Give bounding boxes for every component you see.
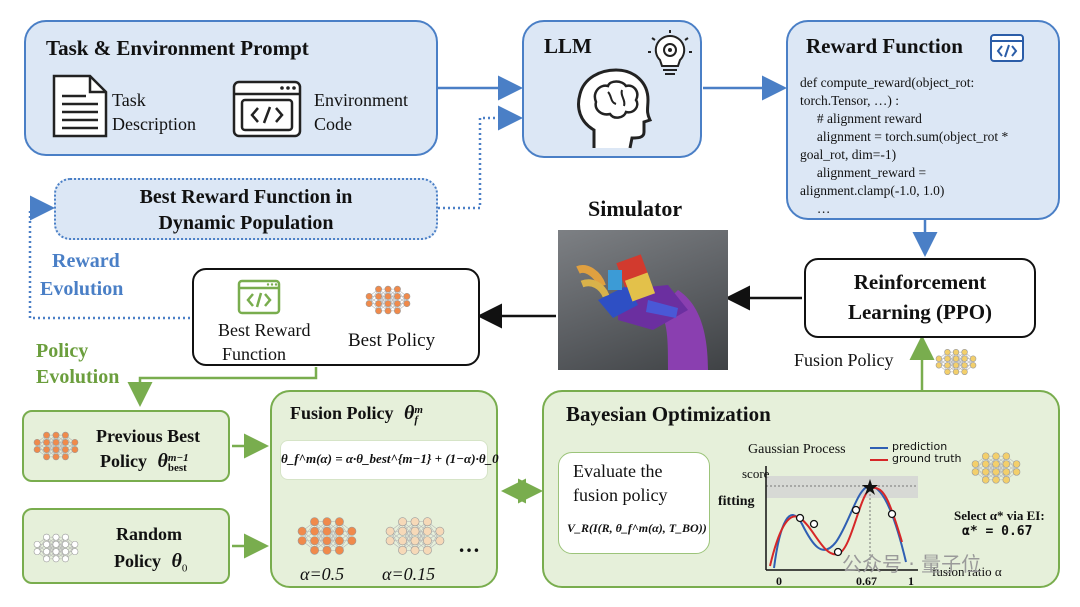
- fitting-label: fitting: [718, 494, 755, 509]
- reward-evolution-label-1: Reward: [52, 250, 120, 272]
- best-reward-population-line-1: Best Reward Function in: [139, 186, 353, 208]
- alpha-0.15-network-icon: [385, 517, 445, 555]
- previous-best-label-1: Previous Best: [96, 426, 201, 446]
- evaluate-formula: V_R(I(R, θ_f^m(α), T_BO)): [567, 521, 707, 535]
- reward-function-title: Reward Function: [806, 34, 963, 58]
- reward-code-line: alignment_reward =: [800, 165, 927, 180]
- best-reward-policy-box: Best Reward Function Best Policy: [192, 268, 480, 366]
- llm-title: LLM: [544, 34, 592, 58]
- random-policy-box: Random Policy θ0: [22, 508, 230, 584]
- gaussian-process-plot: [765, 466, 918, 571]
- task-description-label-1: Task: [112, 90, 146, 110]
- best-reward-population-box: Best Reward Function in Dynamic Populati…: [54, 178, 438, 240]
- simulator-image: [558, 230, 728, 370]
- alpha-0.5-label: α=0.5: [300, 564, 345, 584]
- simulator-title: Simulator: [588, 196, 683, 221]
- policy-evolution-label-2: Evolution: [36, 366, 120, 388]
- rl-label-1: Reinforcement: [853, 270, 987, 294]
- reward-code-line: goal_rot, dim=-1): [800, 147, 897, 162]
- x-tick-1: 1: [908, 574, 914, 588]
- bo-title: Bayesian Optimization: [566, 402, 771, 426]
- reward-evolution-label-2: Evolution: [40, 278, 124, 300]
- environment-code-label-2: Code: [314, 114, 352, 134]
- ellipsis: …: [458, 532, 480, 557]
- reward-code-line: alignment.clamp(-1.0, 1.0): [800, 183, 945, 198]
- reward-code-line: alignment = torch.sum(object_rot *: [800, 129, 1009, 144]
- legend-lines: [870, 447, 888, 461]
- llm-box: LLM: [522, 20, 702, 158]
- rl-label-2: Learning (PPO): [847, 300, 993, 324]
- x-tick-0: 0: [776, 574, 782, 588]
- bayesian-optimization-box: Bayesian Optimization Evaluate the fusio…: [542, 390, 1060, 588]
- evaluate-label-1: Evaluate the: [573, 461, 663, 481]
- best-reward-label-1: Best Reward: [218, 320, 311, 340]
- legend-ground-truth: ground truth: [892, 452, 962, 465]
- alpha-0.5-network-icon: [297, 517, 357, 555]
- brain-head-icon: [577, 68, 653, 149]
- fusion-policy-label: Fusion Policy: [794, 350, 894, 370]
- code-icon: [990, 34, 1024, 62]
- reward-code-line: def compute_reward(object_rot:: [800, 75, 975, 90]
- fusion-formula-box: θ_f^m(α) = α·θ_best^{m−1} + (1−α)·θ_0: [280, 440, 499, 480]
- policy-evolution-label-1: Policy: [36, 340, 89, 362]
- alpha-star-value: α* = 0.67: [962, 524, 1033, 539]
- select-alpha-label: Select α* via EI:: [954, 508, 1045, 523]
- best-reward-label-2: Function: [222, 344, 287, 364]
- random-policy-label-1: Random: [116, 524, 183, 544]
- previous-best-network-icon: [33, 431, 79, 461]
- environment-code-label-1: Environment: [314, 90, 408, 110]
- task-environment-prompt-box: Task & Environment Prompt Task Descripti…: [24, 20, 438, 156]
- document-icon: [52, 74, 108, 138]
- best-policy-label: Best Policy: [348, 330, 436, 351]
- task-environment-title: Task & Environment Prompt: [46, 36, 309, 60]
- reward-code-line: torch.Tensor, …) :: [800, 93, 899, 108]
- best-policy-network-icon: [365, 285, 411, 315]
- reward-code-line: # alignment reward: [800, 111, 922, 126]
- selected-policy-network-icon: [971, 452, 1021, 484]
- evaluate-fusion-box: Evaluate the fusion policy V_R(I(R, θ_f^…: [558, 452, 710, 554]
- watermark: 公众号 · 量子位: [842, 552, 982, 576]
- evaluate-label-2: fusion policy: [573, 485, 668, 505]
- reward-function-box: Reward Function def compute_reward(objec…: [786, 20, 1060, 220]
- random-policy-label-2: Policy θ0: [114, 550, 188, 575]
- best-reward-population-line-2: Dynamic Population: [158, 212, 334, 234]
- score-label: score: [742, 466, 770, 481]
- alpha-0.15-label: α=0.15: [382, 564, 436, 584]
- random-policy-network-icon: [33, 533, 79, 563]
- task-description-label-2: Description: [112, 114, 196, 134]
- x-tick-0.67: 0.67: [856, 574, 877, 588]
- code-window-icon: [232, 80, 302, 138]
- lightbulb-gear-icon: [648, 30, 692, 75]
- code-window-icon: [237, 279, 281, 315]
- fusion-formula: θ_f^m(α) = α·θ_best^{m−1} + (1−α)·θ_0: [281, 451, 499, 466]
- fusion-policy-network-icon: [935, 348, 977, 376]
- legend-prediction: prediction: [892, 440, 948, 453]
- reinforcement-learning-box: Reinforcement Learning (PPO): [804, 258, 1036, 338]
- reward-code-line: …: [800, 201, 831, 216]
- x-axis-label: fusion ratio α: [932, 564, 1002, 579]
- gp-title: Gaussian Process: [748, 442, 846, 457]
